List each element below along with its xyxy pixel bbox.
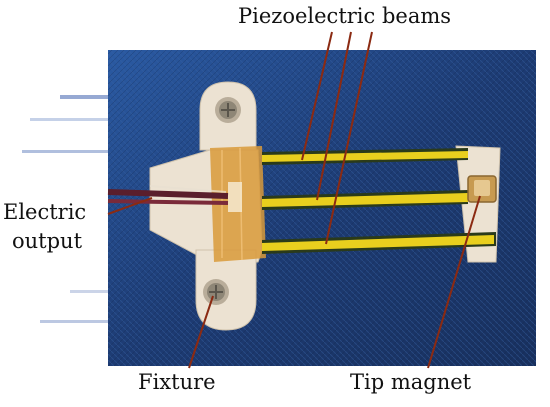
beam-bottom <box>262 232 496 254</box>
label-tip-magnet: Tip magnet <box>350 370 472 394</box>
piezoelectric-beams <box>262 148 496 254</box>
label-fixture: Fixture <box>138 370 216 394</box>
tip-magnet <box>467 175 497 203</box>
output-wires <box>107 185 229 205</box>
beam-top <box>262 148 468 165</box>
pointer-tip <box>427 195 481 369</box>
pointer-piezo-3 <box>325 31 373 245</box>
pointer-electric <box>107 197 153 215</box>
pointer-piezo-1 <box>301 31 333 161</box>
label-electric-output-line1: Electric <box>3 200 87 224</box>
pointer-piezo-2 <box>316 31 352 201</box>
beam-middle <box>262 190 468 210</box>
clamp-block <box>210 146 266 262</box>
label-piezoelectric-beams: Piezoelectric beams <box>238 4 452 28</box>
pointer-fixture <box>188 295 214 369</box>
pointer-lines <box>107 31 481 369</box>
label-electric-output-line2: output <box>12 229 83 253</box>
fixture-top-lobe <box>199 81 257 151</box>
